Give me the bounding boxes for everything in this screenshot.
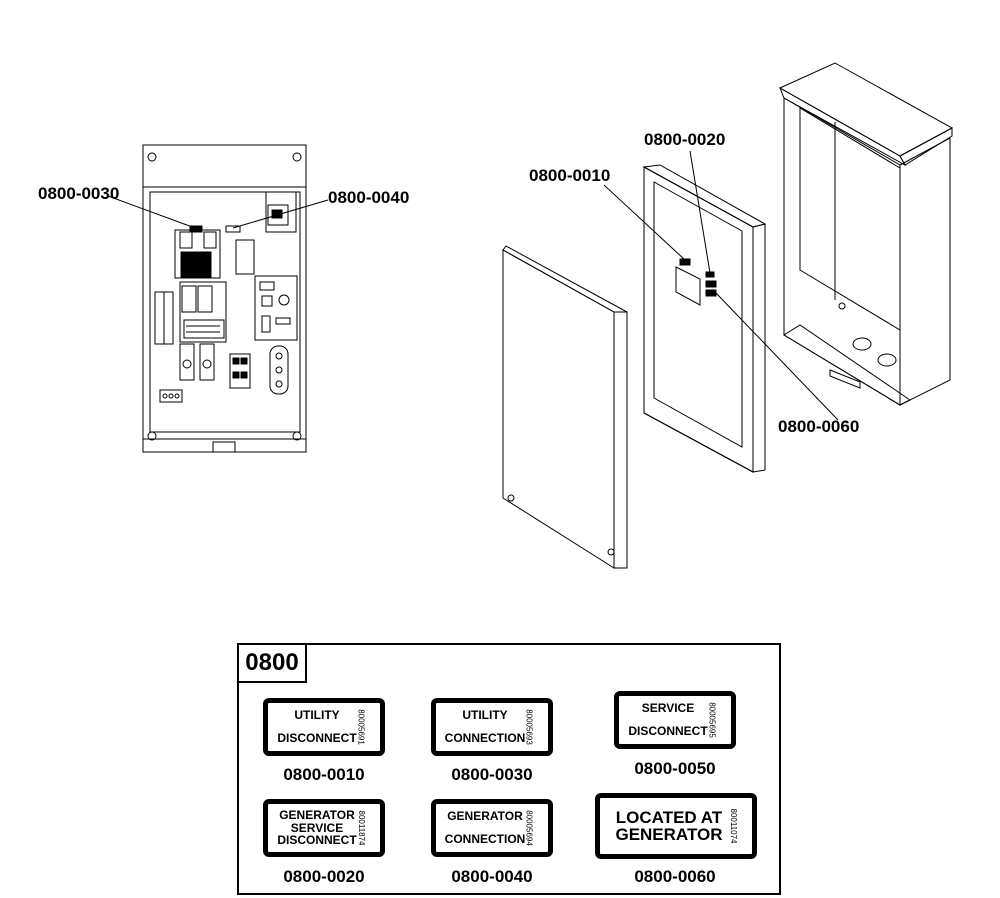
callout-0800-0060: 0800-0060 bbox=[778, 417, 860, 436]
label-service-disconnect: SERVICE DISCONNECT 80005695 bbox=[614, 691, 736, 749]
label-line: CONNECTION bbox=[444, 731, 526, 745]
switch-panel-drawing bbox=[142, 144, 307, 453]
callout-0800-0040: 0800-0040 bbox=[328, 188, 410, 207]
part-number: 0800-0040 bbox=[451, 867, 533, 886]
enclosure-drawing bbox=[778, 62, 954, 406]
label-code: 80011874 bbox=[357, 810, 366, 846]
callout-0800-0020: 0800-0020 bbox=[644, 130, 726, 149]
label-line: GENERATOR bbox=[615, 825, 723, 844]
label-legend: 0800 UTILITY DISCONNECT 80005691 0800-00… bbox=[237, 643, 781, 895]
callout-0800-0010: 0800-0010 bbox=[529, 166, 611, 185]
label-line: SERVICE bbox=[641, 701, 695, 716]
label-line: CONNECTION bbox=[444, 832, 526, 846]
door-drawing bbox=[502, 245, 628, 569]
label-code: 80011074 bbox=[729, 808, 738, 844]
label-line: LOCATED AT bbox=[615, 808, 723, 827]
label-line: SERVICE bbox=[290, 820, 344, 835]
label-line: GENERATOR bbox=[279, 807, 355, 822]
part-number: 0800-0030 bbox=[451, 765, 533, 784]
label-line: UTILITY bbox=[462, 708, 508, 723]
part-number: 0800-0010 bbox=[283, 765, 365, 784]
label-line: UTILITY bbox=[294, 708, 340, 723]
label-line: DISCONNECT bbox=[277, 833, 357, 848]
part-number: 0800-0020 bbox=[283, 867, 365, 886]
callout-0800-0030: 0800-0030 bbox=[38, 184, 120, 203]
dead-front-drawing bbox=[642, 164, 767, 473]
label-line: GENERATOR bbox=[447, 809, 523, 824]
label-generator-connection: GENERATOR CONNECTION 80005694 bbox=[431, 799, 553, 857]
label-code: 80005693 bbox=[524, 709, 534, 745]
label-located-at-generator: LOCATED AT GENERATOR 80011074 bbox=[595, 793, 757, 859]
legend-title: 0800 bbox=[239, 645, 307, 683]
label-code: 80005694 bbox=[524, 810, 534, 846]
label-generator-service-disconnect: GENERATOR SERVICE DISCONNECT 80011874 bbox=[263, 799, 385, 857]
label-code: 80005691 bbox=[356, 709, 366, 745]
leader-lines bbox=[107, 150, 839, 421]
label-line: DISCONNECT bbox=[628, 724, 708, 738]
part-number: 0800-0050 bbox=[634, 759, 716, 778]
part-number: 0800-0060 bbox=[634, 867, 716, 886]
label-utility-disconnect: UTILITY DISCONNECT 80005691 bbox=[263, 698, 385, 756]
label-utility-connection: UTILITY CONNECTION 80005693 bbox=[431, 698, 553, 756]
label-line: DISCONNECT bbox=[277, 731, 357, 745]
label-code: 80005695 bbox=[707, 702, 717, 738]
